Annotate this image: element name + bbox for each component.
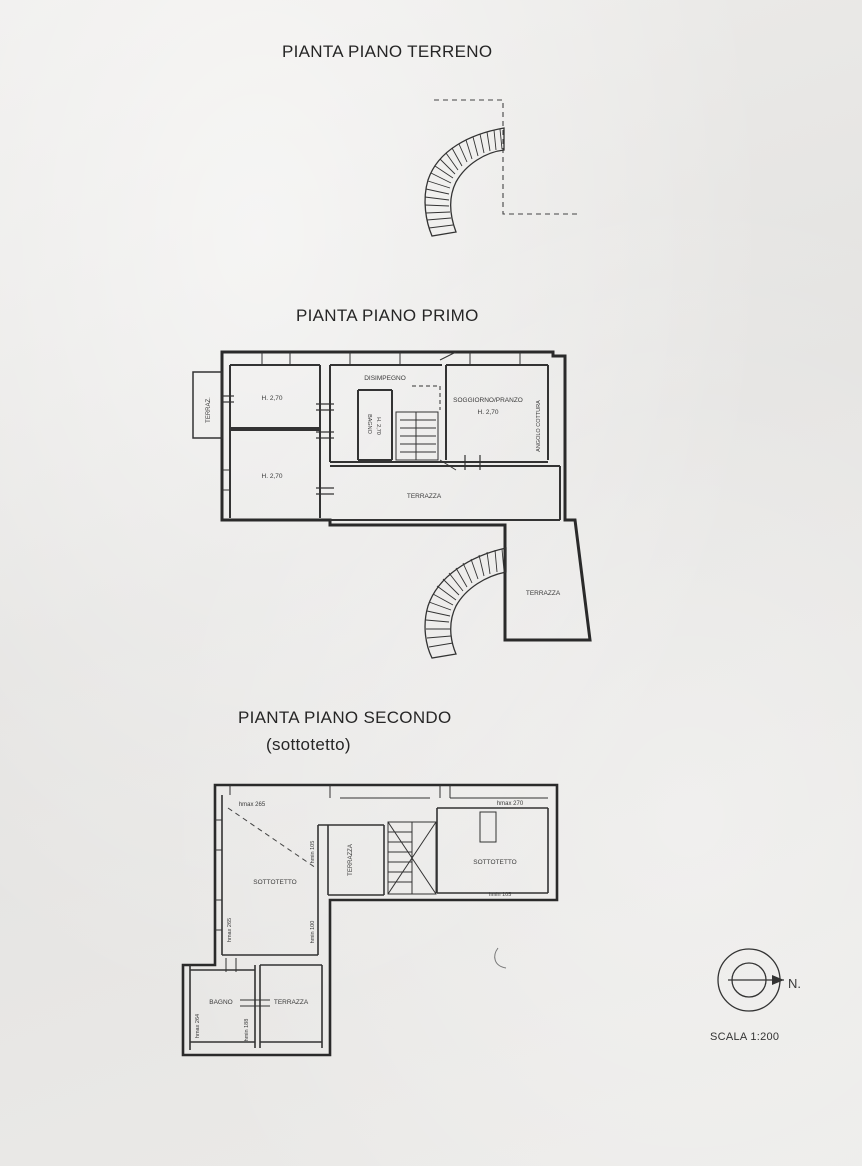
first-floor-bagno-height-label: H. 2,70 [375, 417, 381, 435]
hmax-right-label: hmax 270 [497, 801, 524, 807]
first-floor-spiral-staircase [424, 547, 507, 659]
side-terrace-label: TERRAZ. [206, 397, 212, 423]
hmax-left-label: hmax 265 [239, 802, 266, 808]
sottotetto-left-label: SOTTOTETTO [253, 879, 296, 886]
hmax-265-side-label: hmax 265 [227, 918, 233, 942]
soggiorno-height-label: H. 2,70 [478, 409, 499, 416]
hmax-264-label: hmax 264 [195, 1014, 201, 1038]
terrazza-lower-label: TERRAZZA [526, 590, 561, 597]
north-label: N. [788, 976, 801, 991]
sottotetto-right-label: SOTTOTETTO [473, 859, 516, 866]
soggiorno-label: SOGGIORNO/PRANZO [453, 397, 523, 404]
first-floor-bagno-label: BAGNO [366, 414, 372, 435]
ground-floor-title: PIANTA PIANO TERRENO [282, 42, 493, 61]
second-floor-subtitle: (sottotetto) [266, 735, 351, 754]
first-floor-plan: TERRAZ. H. 2,70 H. 2,70 DISIMPEGNO BAGNO… [192, 350, 592, 659]
hmin-105-b-label: hmin 105 [489, 892, 512, 898]
angolo-cottura-label: ANGOLO COTTURA [536, 400, 542, 452]
terrazza-small-label: TERRAZZA [274, 999, 309, 1006]
hmin-188-label: hmin 188 [244, 1019, 250, 1042]
first-floor-title: PIANTA PIANO PRIMO [296, 306, 479, 325]
hmin-100-label: hmin 100 [310, 921, 316, 944]
room-b-height-label: H. 2,70 [262, 473, 283, 480]
scale-label: SCALA 1:200 [710, 1031, 780, 1043]
pencil-mark [494, 947, 507, 969]
second-floor-title: PIANTA PIANO SECONDO [238, 708, 452, 727]
second-floor-plan: hmax 265 hmax 270 hmin 105 hmin 105 hmin… [181, 783, 559, 1057]
terrazza-main-label: TERRAZZA [407, 493, 442, 500]
ground-floor-plan [424, 99, 580, 237]
second-floor-bagno-label: BAGNO [209, 999, 232, 1006]
ground-spiral-staircase [424, 127, 505, 237]
ground-floor-outline [434, 99, 580, 215]
first-floor-side-terrace [192, 371, 223, 439]
disimpegno-label: DISIMPEGNO [364, 375, 406, 382]
hmin-105-a-label: hmin 105 [310, 841, 316, 864]
north-compass-icon: N. [717, 948, 801, 1012]
terrazza-mid-label: TERRAZZA [348, 844, 354, 876]
room-a-height-label: H. 2,70 [262, 395, 283, 402]
